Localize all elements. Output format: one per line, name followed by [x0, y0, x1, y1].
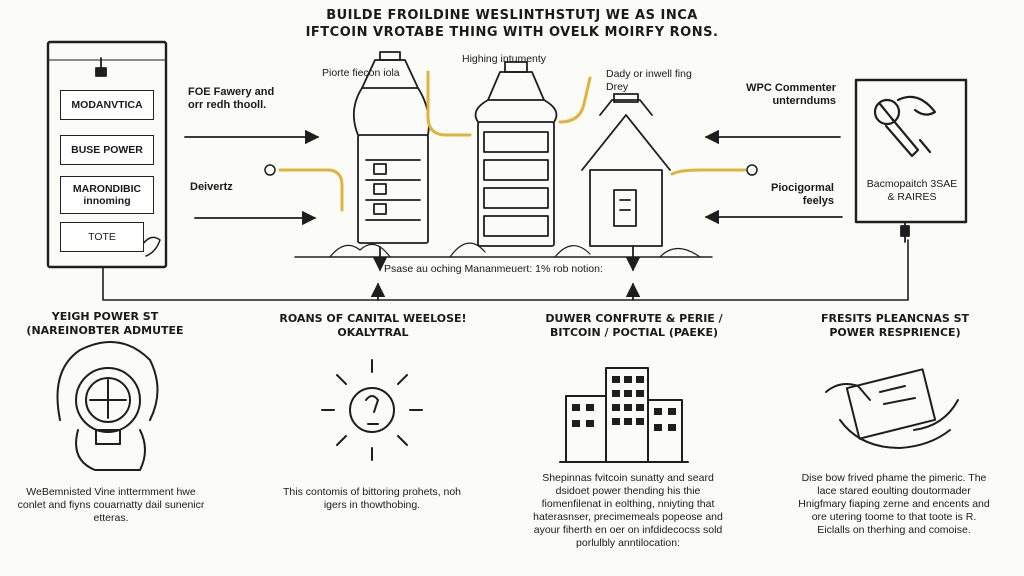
left-panel-item-1: MODANVTICA [60, 90, 154, 120]
lightbulb-sun-icon [321, 359, 423, 461]
column-2-description: This contomis of bittoring prohets, noh … [282, 486, 461, 511]
server-tower-center [474, 61, 558, 247]
column-4-caption: FRESITS PLEANCNAS ST POWER RESPRIENCE) [820, 312, 970, 339]
center-label-right-1: Dady or inwell fing [606, 68, 692, 80]
center-label-right-2: Drey [606, 81, 629, 93]
hands-tablet-icon [825, 368, 959, 449]
column-2-caption: ROANS OF CANITAL WEELOSE! OKALYTRAL [279, 312, 467, 339]
column-4-description: Dise bow frived phame the pimeric. The l… [798, 472, 990, 536]
column-1-description: WeBemnisted Vine inttermment hwe conlet … [17, 486, 205, 524]
left-panel-item-4: TOTE [60, 222, 144, 252]
building-windows [572, 376, 676, 431]
right-label-bottom: Piocigormal feelys [771, 182, 834, 207]
server-tower-right [581, 93, 671, 247]
right-label-top: WPC Commenter unterndums [746, 82, 836, 107]
right-panel-text: Bacmopaitch 3SAE & RAIRES [866, 178, 958, 203]
right-panel-frame [854, 78, 968, 243]
left-panel-item-2: BUSE POWER [60, 135, 154, 165]
gauge-figure-icon [56, 341, 159, 471]
pipe-valves [264, 164, 758, 176]
diagram-title-line1: BUILDE FROILDINE WESLINTHSTUTJ WE AS INC… [326, 8, 698, 23]
column-1-caption: YEIGH POWER ST (NAREINOBTER ADMUTEE [26, 310, 184, 337]
wrench-tool-icon [873, 95, 937, 158]
center-label-left: Piorte fiecon iola [322, 67, 400, 79]
center-baseline-label: Psase au oching Mananmeuert: 1% rob noti… [384, 263, 603, 275]
rubble-mounds [329, 242, 701, 258]
server-tower-left [352, 51, 430, 244]
city-buildings-icon [559, 367, 689, 463]
left-clipboard-panel [46, 40, 168, 269]
left-panel-item-3: MARONDIBIC innoming [60, 176, 154, 214]
column-3-caption: DUWER CONFRUTE & PERIE / BITCOIN / POCTI… [545, 312, 723, 339]
left-label-bottom: Deivertz [190, 181, 233, 193]
bus-line [102, 239, 909, 301]
yellow-pipes [278, 70, 747, 212]
column-3-description: Shepinnas fvitcoin sunatty and seard dsi… [533, 472, 723, 549]
center-label-top: Highing intumenty [462, 53, 547, 65]
diagram-title-line2: IFTCOIN VROTABE THING WITH OVELK MOIRFY … [305, 25, 719, 40]
left-label-top: FOE Fawery and orr redh thooll. [188, 86, 275, 111]
